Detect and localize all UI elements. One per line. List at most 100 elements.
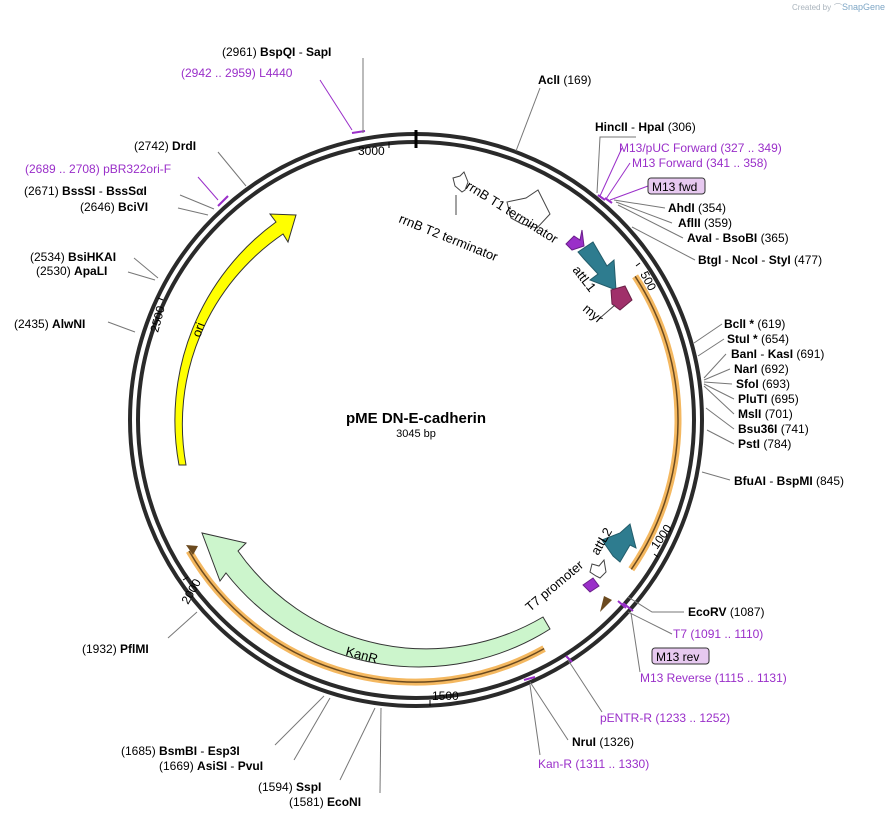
primer-kan-r-label: Kan-R (1311 .. 1330) bbox=[538, 757, 649, 771]
enzyme-aflii-label: AflII (359) bbox=[678, 216, 732, 230]
tick-mark-500 bbox=[635, 262, 641, 267]
feature-myr-label: myr bbox=[580, 301, 607, 327]
feature-rrnb-t1 bbox=[506, 189, 551, 229]
enzyme-drdi-label: (2742) DrdI bbox=[134, 139, 196, 153]
feature-m13-rev-arrow bbox=[582, 577, 600, 593]
leader-bfuai bbox=[701, 471, 731, 481]
enzyme-bsmbi-label: (1685) BsmBI - Esp3I bbox=[121, 744, 240, 758]
enzyme-stui-label: StuI * (654) bbox=[727, 332, 789, 346]
leader-pentr-r bbox=[567, 659, 603, 713]
tick-mark-2500 bbox=[157, 297, 164, 301]
leader-t7 bbox=[627, 611, 673, 635]
enzyme-btgi-label: BtgI - NcoI - StyI (477) bbox=[698, 253, 822, 267]
primer-l4440-label: (2942 .. 2959) L4440 bbox=[181, 66, 293, 80]
tick-mark-2000 bbox=[182, 576, 189, 581]
primer-t7-label: T7 (1091 .. 1110) bbox=[673, 627, 763, 641]
feature-t7-promoter bbox=[589, 558, 607, 579]
orf-band-right bbox=[628, 274, 682, 572]
leader-m13-puc bbox=[599, 147, 623, 197]
enzyme-pluti-label: PluTI (695) bbox=[738, 392, 799, 406]
enzyme-bcivi-label: (2646) BciVI bbox=[80, 200, 148, 214]
leader-lines bbox=[107, 58, 735, 794]
enzyme-bcli-label: BclI * (619) bbox=[724, 317, 785, 331]
labels: (2961) BspQI - SapI (2942 .. 2959) L4440… bbox=[14, 45, 844, 809]
primer-m13-rev-label: M13 rev bbox=[656, 650, 699, 664]
orf-line-bottom bbox=[188, 550, 545, 683]
enzyme-sfoi-label: SfoI (693) bbox=[736, 377, 790, 391]
tick-label-2500: 2500 bbox=[147, 304, 168, 334]
tick-label-3000: 3000 bbox=[358, 144, 385, 158]
primer-mark-pentr-r bbox=[565, 655, 573, 663]
leader-bsu36i bbox=[705, 407, 735, 430]
leader-ahdi bbox=[613, 199, 666, 209]
enzyme-ahdi-label: AhdI (354) bbox=[668, 201, 726, 215]
leader-bcli bbox=[693, 323, 723, 344]
leader-econi bbox=[379, 707, 382, 794]
snapgene-icon: ⌒ bbox=[834, 3, 842, 12]
leader-psti bbox=[706, 429, 735, 445]
leader-hincii bbox=[596, 136, 636, 194]
leader-m13-reverse bbox=[630, 612, 641, 673]
enzyme-bsihkai-label: (2534) BsiHKAI bbox=[30, 250, 116, 264]
primer-mark-pbr322ori bbox=[217, 195, 229, 207]
enzyme-apali-label: (2530) ApaLI bbox=[36, 264, 107, 278]
feature-ori bbox=[174, 213, 297, 466]
leader-pluti bbox=[703, 383, 735, 400]
enzyme-alwni-label: (2435) AlwNI bbox=[14, 317, 85, 331]
leader-drdi bbox=[217, 151, 247, 187]
leader-bani bbox=[703, 353, 727, 379]
enzyme-acli-label: AclI (169) bbox=[538, 73, 591, 87]
leader-alwni bbox=[107, 321, 136, 333]
feature-t7-promoter-label: T7 promoter bbox=[522, 557, 586, 614]
tick-label-2000: 2000 bbox=[178, 576, 204, 606]
credit-prefix: Created by bbox=[792, 3, 831, 12]
primer-m13-reverse-label: M13 Reverse (1115 .. 1131) bbox=[640, 671, 787, 685]
feature-myr bbox=[610, 285, 633, 311]
leader-nari bbox=[703, 368, 731, 381]
leader-avai bbox=[617, 204, 684, 239]
primer-marks bbox=[217, 130, 634, 681]
leader-bsmbi bbox=[274, 695, 325, 746]
enzyme-econi-label: (1581) EcoNI bbox=[289, 795, 361, 809]
leader-ecorv bbox=[627, 596, 684, 613]
plasmid-name: pME DN-E-cadherin bbox=[346, 410, 486, 427]
leader-aflii bbox=[615, 201, 673, 224]
primer-m13-fwd-box bbox=[647, 177, 706, 195]
leader-kan-r bbox=[529, 684, 541, 756]
enzyme-bsssi-label: (2671) BssSI - BssSαI bbox=[24, 184, 147, 198]
leader-msli bbox=[703, 385, 735, 415]
enzyme-pflmi-label: (1932) PflMI bbox=[82, 642, 149, 656]
primer-mark-m13-puc bbox=[597, 194, 606, 201]
enzyme-ecorv-label: EcoRV (1087) bbox=[688, 605, 765, 619]
enzyme-asisi-label: (1669) AsiSI - PvuI bbox=[159, 759, 263, 773]
backbone bbox=[128, 130, 704, 708]
leader-nrui bbox=[529, 681, 569, 741]
enzyme-hincii-label: HincII - HpaI (306) bbox=[595, 120, 696, 134]
feature-attl2 bbox=[601, 523, 637, 563]
primer-mark-t7 bbox=[617, 600, 627, 609]
primer-m13-puc-label: M13/pUC Forward (327 .. 349) bbox=[619, 141, 782, 155]
enzyme-nrui-label: NruI (1326) bbox=[572, 735, 634, 749]
enzyme-avai-label: AvaI - BsoBI (365) bbox=[687, 231, 789, 245]
leader-apali bbox=[127, 271, 156, 281]
primer-pbr322ori-label: (2689 .. 2708) pBR322ori-F bbox=[25, 162, 171, 176]
enzyme-bani-label: BanI - KasI (691) bbox=[731, 347, 824, 361]
leader-acli bbox=[515, 87, 541, 152]
enzyme-bspqi-label: (2961) BspQI - SapI bbox=[222, 45, 331, 59]
enzyme-bfuai-label: BfuAI - BspMI (845) bbox=[734, 474, 844, 488]
leader-l4440 bbox=[319, 79, 353, 131]
enzyme-sspi-label: (1594) SspI bbox=[258, 780, 321, 794]
plasmid-length: 3045 bp bbox=[396, 428, 436, 440]
feature-rrnb-t2 bbox=[452, 171, 469, 193]
leader-asisi bbox=[293, 697, 331, 761]
leader-pflmi bbox=[167, 611, 198, 639]
orf-band bbox=[186, 274, 682, 686]
primer-mark-kan-r bbox=[523, 676, 536, 681]
leader-btgi bbox=[631, 226, 696, 261]
primer-mark-m13-reverse bbox=[622, 602, 634, 612]
leader-m13-forward bbox=[605, 162, 631, 200]
orf-arrowhead-left bbox=[186, 545, 198, 555]
credit-brand: SnapGene bbox=[842, 2, 885, 12]
orf-line-right bbox=[630, 275, 679, 570]
